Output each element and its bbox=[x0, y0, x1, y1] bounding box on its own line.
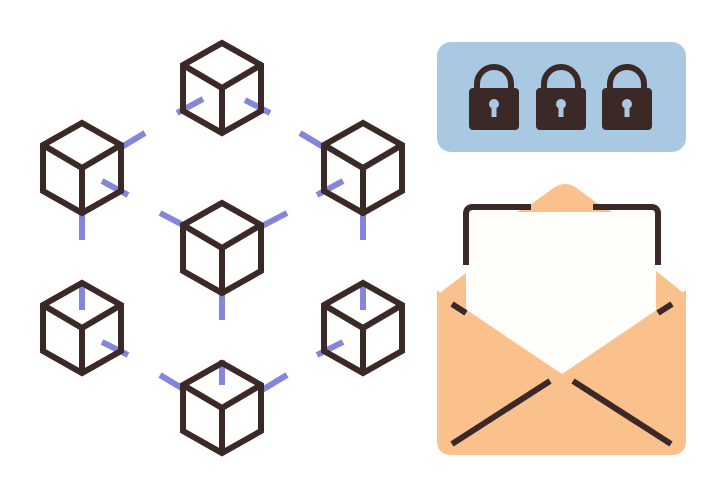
blockchain-network-icon bbox=[40, 39, 405, 457]
connector-line bbox=[243, 97, 272, 116]
open-envelope-icon bbox=[437, 184, 686, 455]
padlock-icon bbox=[536, 64, 586, 130]
connector-line bbox=[118, 130, 147, 151]
cube-icon bbox=[321, 279, 405, 377]
cube-icon bbox=[321, 119, 405, 217]
cube-icon bbox=[40, 279, 124, 377]
padlock-icon bbox=[602, 64, 652, 130]
cube-icon bbox=[180, 359, 264, 457]
connector-line bbox=[260, 372, 289, 393]
cube-icon bbox=[40, 119, 124, 217]
lock-panel bbox=[437, 42, 686, 152]
connector-line bbox=[260, 210, 289, 229]
padlock-icon bbox=[469, 64, 519, 130]
letter-paper bbox=[466, 212, 656, 374]
connector-line bbox=[298, 130, 327, 151]
cube-icon bbox=[180, 199, 264, 297]
cube-icon bbox=[180, 39, 264, 137]
